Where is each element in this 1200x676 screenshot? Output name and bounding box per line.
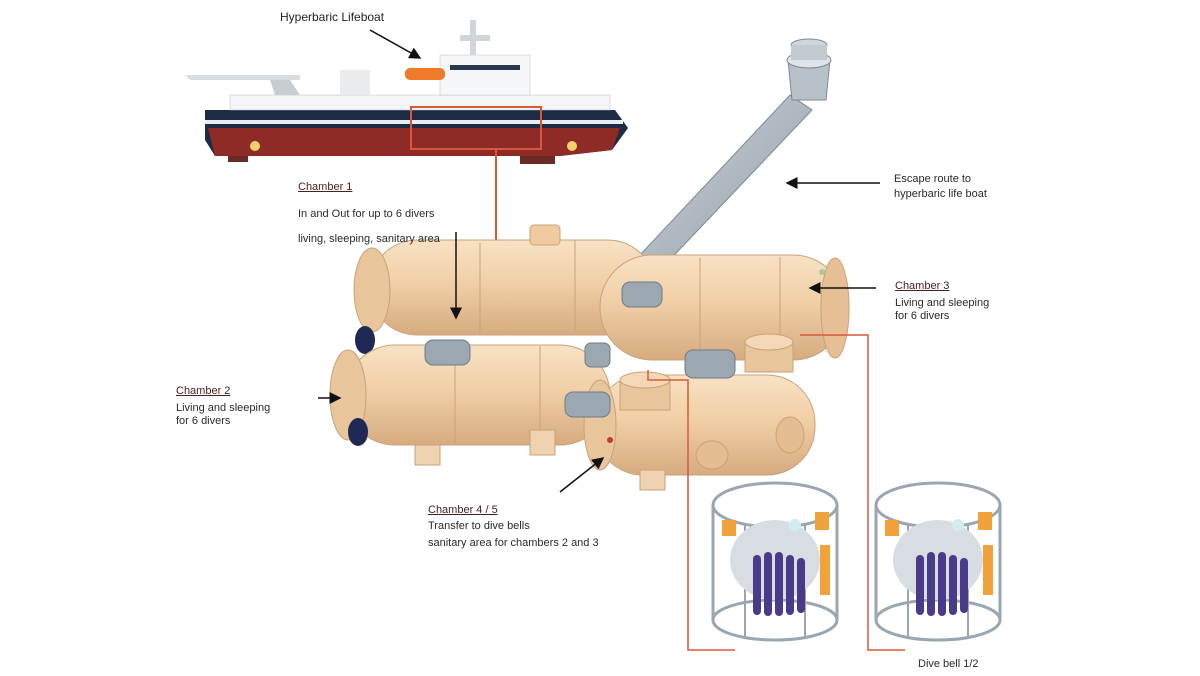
chamber3-title: Chamber 3 [895, 280, 950, 292]
chamber-4-5 [583, 333, 816, 491]
connector-c3-c45 [684, 349, 736, 379]
chamber45-title: Chamber 4 / 5 [428, 504, 498, 516]
lifeboat-arrow [369, 29, 422, 59]
chamber3-desc-2: for 6 divers [895, 310, 950, 322]
dive-bell-1 [711, 481, 839, 642]
chamber45-desc-2: sanitary area for chambers 2 and 3 [428, 537, 599, 549]
chamber1-desc-1: In and Out for up to 6 divers [298, 208, 435, 220]
chamber3-desc-1: Living and sleeping [895, 297, 990, 309]
escape-route-label-2: hyperbaric life boat [894, 188, 987, 200]
bell2-callout-line [800, 334, 905, 651]
connector-c2-c3 [584, 342, 611, 368]
chamber-3 [599, 254, 850, 361]
chamber2-desc-1: Living and sleeping [176, 402, 271, 414]
bell1-callout-line [647, 370, 735, 651]
connector-c1-c2 [424, 339, 471, 366]
ship-callout-box [410, 106, 542, 150]
chamber45-arrow [559, 457, 605, 493]
dive-bell-2 [874, 481, 1002, 642]
lifeboat-icon [405, 68, 445, 80]
chamber2-title: Chamber 2 [176, 385, 231, 397]
connector-c2-c45 [564, 391, 611, 418]
connector-c1-c3 [621, 281, 663, 308]
support-vessel [185, 20, 628, 164]
chamber45-desc-1: Transfer to dive bells [428, 520, 530, 532]
dive-bell-label: Dive bell 1/2 [918, 658, 979, 670]
lifeboat-label: Hyperbaric Lifeboat [280, 10, 385, 24]
chamber1-title: Chamber 1 [298, 181, 353, 193]
escape-route-label-1: Escape route to [894, 173, 972, 185]
escape-trunk-pipe [639, 38, 832, 269]
chamber1-desc-2: living, sleeping, sanitary area [298, 233, 440, 245]
chamber2-desc-2: for 6 divers [176, 415, 231, 427]
